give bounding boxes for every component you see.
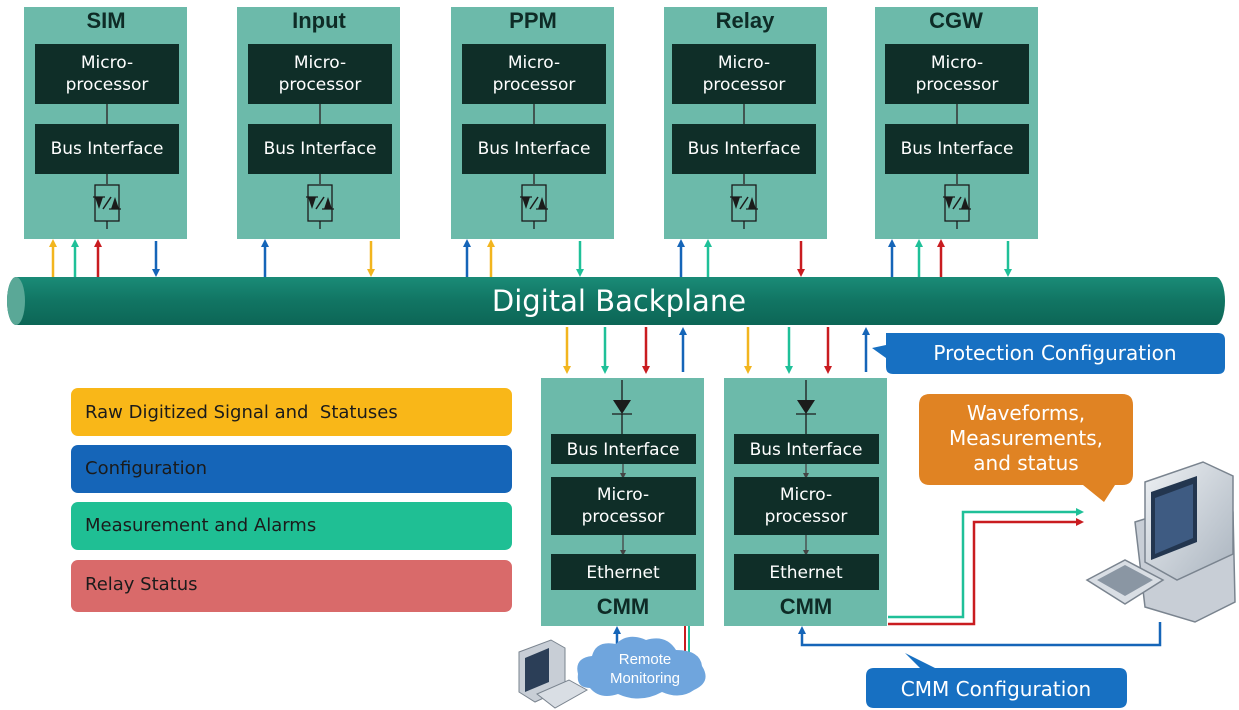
cmm-configuration-label: CMM Configuration (901, 677, 1091, 701)
ethernet-label: Ethernet (769, 563, 843, 583)
bus-interface-label: Bus Interface (567, 440, 680, 460)
cmm-config-line (798, 622, 1162, 647)
cpu-label-2: processor (66, 75, 149, 95)
bus-interface-label: Bus Interface (264, 139, 377, 159)
legend-item-relay-status: Relay Status (71, 560, 512, 612)
tvs-diode-icon (520, 184, 548, 229)
protection-configuration-callout: Protection Configuration (872, 333, 1225, 374)
bus-interface-label: Bus Interface (688, 139, 801, 159)
tvs-diode-icon (730, 184, 758, 229)
cpu-label-1: Micro- (780, 485, 832, 505)
cpu-label-1: Micro- (597, 485, 649, 505)
small-computer-icon (518, 639, 589, 709)
legend-label: Configuration (85, 458, 207, 479)
bubble-line-3: and status (973, 451, 1078, 475)
cpu-label-2: processor (582, 507, 665, 527)
module-title: SIM (86, 8, 125, 33)
bus-interface-block (885, 124, 1029, 174)
cpu-label-1: Micro- (508, 53, 560, 73)
legend-swatch (71, 388, 512, 436)
bubble-line-2: Measurements, (949, 426, 1103, 450)
module-cgw: CGW Micro- processor Bus Interface (875, 7, 1038, 239)
bus-interface-block (551, 434, 696, 464)
legend-item-raw-signal: Raw Digitized Signal and Statuses (71, 388, 512, 436)
bus-interface-block (35, 124, 179, 174)
module-title: CGW (929, 8, 983, 33)
cpu-label-2: processor (493, 75, 576, 95)
bus-interface-label: Bus Interface (901, 139, 1014, 159)
protection-configuration-label: Protection Configuration (933, 341, 1176, 365)
waveforms-bubble: Waveforms, Measurements, and status (919, 394, 1133, 502)
computer-icon (1085, 461, 1236, 623)
cmm-bus-arrows (563, 327, 870, 374)
backplane-end-cap (7, 277, 25, 325)
ethernet-block (551, 554, 696, 590)
cpu-label-1: Micro- (81, 53, 133, 73)
module-ppm: PPM Micro- processor Bus Interface (451, 7, 614, 239)
backplane-label: Digital Backplane (492, 284, 746, 318)
module-title: CMM (780, 594, 833, 619)
measurement-output-line (888, 508, 1084, 619)
module-title: CMM (597, 594, 650, 619)
bus-interface-block (248, 124, 392, 174)
cpu-label-1: Micro- (931, 53, 983, 73)
module-title: PPM (509, 8, 557, 33)
legend-swatch (71, 445, 512, 493)
microprocessor-block (885, 44, 1029, 104)
cpu-label-2: processor (916, 75, 999, 95)
module-relay: Relay Micro- processor Bus Interface (664, 7, 827, 239)
microprocessor-block (672, 44, 816, 104)
bus-input-arrow-icon (797, 400, 815, 414)
bubble-line-1: Waveforms, (967, 401, 1085, 425)
cloud-line-1: Remote (619, 651, 672, 668)
cloud-icon: Remote Monitoring (577, 636, 706, 699)
microprocessor-block (35, 44, 179, 104)
legend-label: Measurement and Alarms (85, 515, 316, 536)
module-bus-arrows (49, 239, 1012, 277)
legend-label: Relay Status (85, 574, 198, 595)
bus-interface-label: Bus Interface (478, 139, 591, 159)
tvs-diode-icon (93, 184, 121, 229)
ethernet-block (734, 554, 879, 590)
legend-item-configuration: Configuration (71, 445, 512, 493)
module-input: Input Micro- processor Bus Interface (237, 7, 400, 239)
tvs-diode-icon (306, 184, 334, 229)
cmm-module-1: Bus Interface Micro- processor Ethernet … (541, 378, 704, 626)
bus-interface-label: Bus Interface (51, 139, 164, 159)
relay-status-output-line (888, 518, 1084, 626)
digital-backplane: Digital Backplane (7, 277, 1225, 325)
legend-label: Raw Digitized Signal and Statuses (85, 402, 398, 423)
module-box (664, 7, 827, 239)
cmm-configuration-callout: CMM Configuration (866, 653, 1127, 708)
microprocessor-block (551, 477, 696, 535)
bus-input-arrow-icon (613, 400, 631, 414)
backplane-bar (7, 277, 1225, 325)
microprocessor-block (462, 44, 606, 104)
bus-interface-block (672, 124, 816, 174)
ethernet-label: Ethernet (586, 563, 660, 583)
cpu-label-1: Micro- (294, 53, 346, 73)
module-sim: SIM Micro- processor Bus Interface (24, 7, 187, 239)
cpu-label-1: Micro- (718, 53, 770, 73)
legend-swatch (71, 502, 512, 550)
bus-interface-block (462, 124, 606, 174)
bus-interface-block (734, 434, 879, 464)
module-title: Relay (716, 8, 775, 33)
cpu-label-2: processor (703, 75, 786, 95)
microprocessor-block (734, 477, 879, 535)
cmm-module-2: Bus Interface Micro- processor Ethernet … (724, 378, 887, 626)
microprocessor-block (248, 44, 392, 104)
cloud-line-2: Monitoring (610, 670, 680, 687)
legend-item-measurement: Measurement and Alarms (71, 502, 512, 550)
legend: Raw Digitized Signal and Statuses Config… (71, 388, 512, 612)
module-title: Input (292, 8, 346, 33)
cpu-label-2: processor (765, 507, 848, 527)
bus-interface-label: Bus Interface (750, 440, 863, 460)
tvs-diode-icon (943, 184, 971, 229)
legend-swatch (71, 560, 512, 612)
cpu-label-2: processor (279, 75, 362, 95)
